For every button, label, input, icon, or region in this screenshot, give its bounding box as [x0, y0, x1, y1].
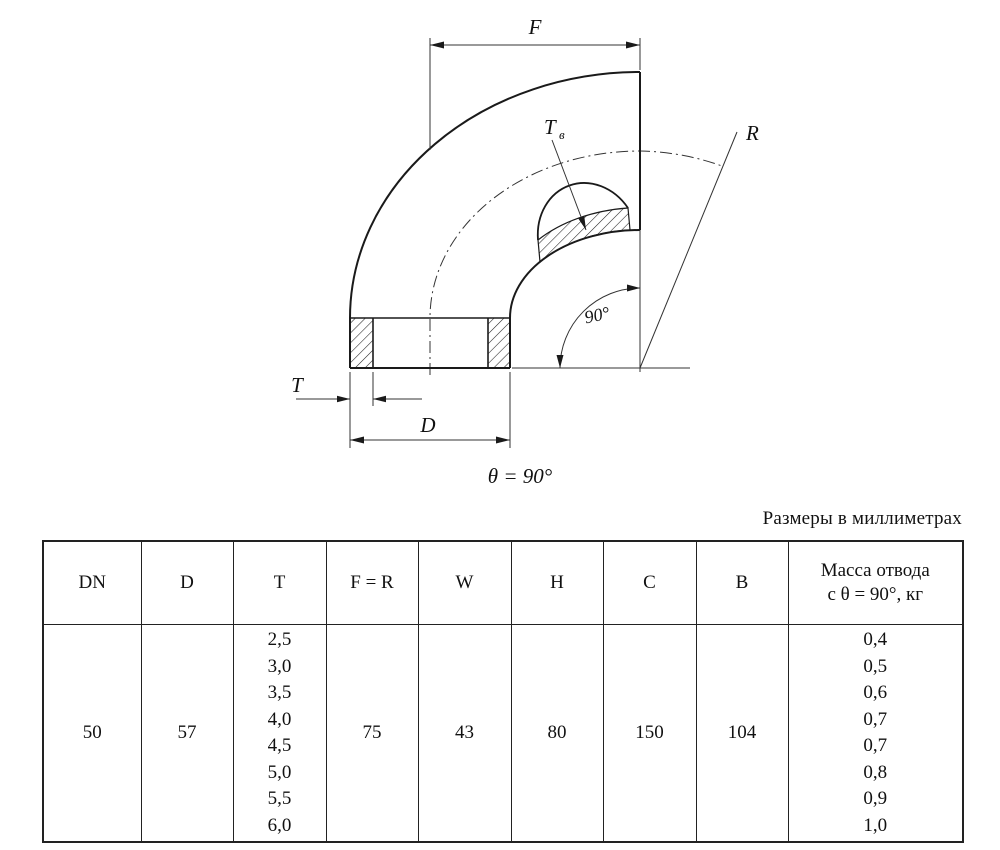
col-header-w: W	[417, 540, 512, 625]
cell-c: 150	[602, 624, 697, 843]
angle-arrow-top	[627, 284, 640, 292]
d-label: D	[419, 413, 435, 437]
radius-annotation: R	[639, 121, 759, 369]
units-caption: Размеры в миллиметрах	[762, 508, 962, 529]
col-header-d: D	[140, 540, 234, 625]
col-header-c: C	[602, 540, 697, 625]
col-header-f-r: F = R	[325, 540, 419, 625]
dimension-t-branch: T в	[544, 115, 587, 231]
cell-f-r: 75	[325, 624, 419, 843]
wall-section-right-hatch	[488, 318, 510, 368]
f-label: F	[528, 15, 542, 39]
cell-dn: 50	[42, 624, 142, 843]
cell-d: 57	[140, 624, 234, 843]
col-header-dn: DN	[42, 540, 142, 625]
cell-h: 80	[510, 624, 604, 843]
wall-section-left-hatch	[350, 318, 373, 368]
dimension-f: F	[429, 15, 641, 150]
col-header-h: H	[510, 540, 604, 625]
angle-arrow-bottom	[556, 355, 564, 368]
theta-note: θ = 90°	[488, 464, 553, 488]
t-label: T	[291, 373, 304, 397]
table-data-row: 50 57 2,5 3,0 3,5 4,0 4,5 5,0 5,5 6,0 75…	[42, 624, 964, 843]
section-band-hatch	[537, 207, 631, 264]
col-header-mass: Масса отвода с θ = 90°, кг	[787, 540, 964, 625]
cell-t-values: 2,5 3,0 3,5 4,0 4,5 5,0 5,5 6,0	[232, 624, 327, 843]
bend-centerline	[429, 150, 723, 375]
cell-b: 104	[695, 624, 789, 843]
angle-value: 90°	[583, 303, 612, 328]
col-header-t: T	[232, 540, 327, 625]
radius-label: R	[745, 121, 759, 145]
dimension-d: D	[349, 372, 511, 448]
table-header-row: DN D T F = R W H C B Масса отвода с θ = …	[42, 540, 964, 625]
col-header-b: B	[695, 540, 789, 625]
cell-mass-values: 0,4 0,5 0,6 0,7 0,7 0,8 0,9 1,0	[787, 624, 964, 843]
t-branch-label: T	[544, 115, 557, 139]
cell-w: 43	[417, 624, 512, 843]
t-branch-subscript: в	[559, 127, 565, 142]
dimensions-table: DN D T F = R W H C B Масса отвода с θ = …	[42, 540, 964, 843]
elbow-technical-drawing: 90° R F T	[291, 15, 759, 488]
dimension-t: T	[291, 372, 422, 406]
